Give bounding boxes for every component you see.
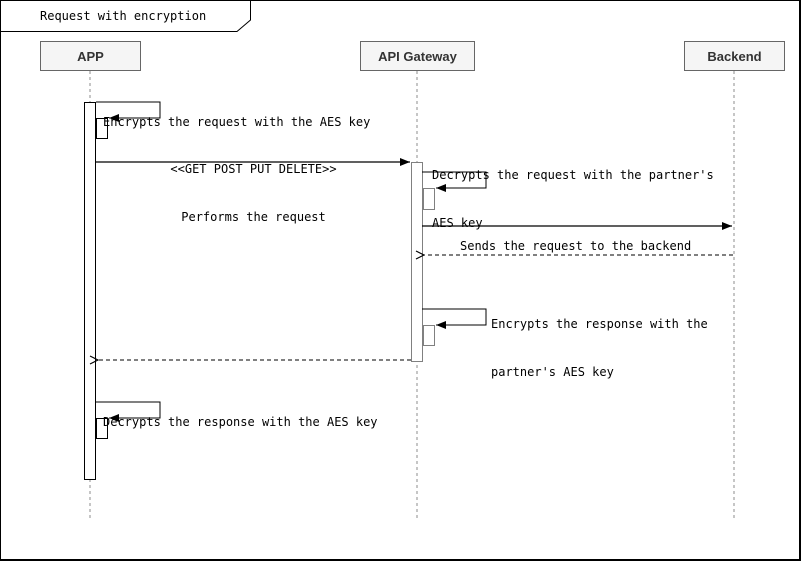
message-label-line: Decrypts the request with the partner's [432, 168, 714, 182]
participant-name: Backend [707, 48, 762, 64]
message-label-line: partner's AES key [491, 365, 614, 379]
message-label-line: AES key [432, 216, 483, 230]
message-label-line: <<GET POST PUT DELETE>> [170, 162, 337, 176]
message-label-encrypt-request: Encrypts the request with the AES key [103, 82, 370, 162]
participant-name: APP [77, 48, 104, 64]
activation-api-gateway-nested-2 [423, 325, 435, 346]
activation-app-nested-2 [96, 418, 108, 439]
message-label-line: Sends the request to the backend [460, 239, 692, 253]
participant-name: API Gateway [378, 48, 457, 64]
message-label-line: Encrypts the request with the AES key [103, 115, 371, 129]
message-label-line: Encrypts the response with the [491, 317, 708, 331]
activation-app-nested-1 [96, 118, 108, 139]
activation-app [84, 102, 96, 480]
participant-api-gateway: API Gateway [360, 41, 475, 71]
participant-backend: Backend [684, 41, 785, 71]
message-label-decrypt-response: Decrypts the response with the AES key [103, 382, 378, 462]
activation-api-gateway [411, 162, 423, 362]
message-label-line: Decrypts the response with the AES key [103, 415, 378, 429]
message-label-line: Performs the request [181, 210, 326, 224]
message-label-sends-to-backend: Sends the request to the backend [460, 206, 691, 286]
message-label-encrypt-response: Encrypts the response with the partner's… [491, 284, 708, 412]
message-label-performs-request: <<GET POST PUT DELETE>> Performs the req… [96, 129, 411, 257]
participant-app: APP [40, 41, 141, 71]
activation-api-gateway-nested-1 [423, 188, 435, 210]
frame-title: Request with encryption [40, 9, 207, 23]
message-label-decrypt-request: Decrypts the request with the partner's … [432, 135, 714, 263]
